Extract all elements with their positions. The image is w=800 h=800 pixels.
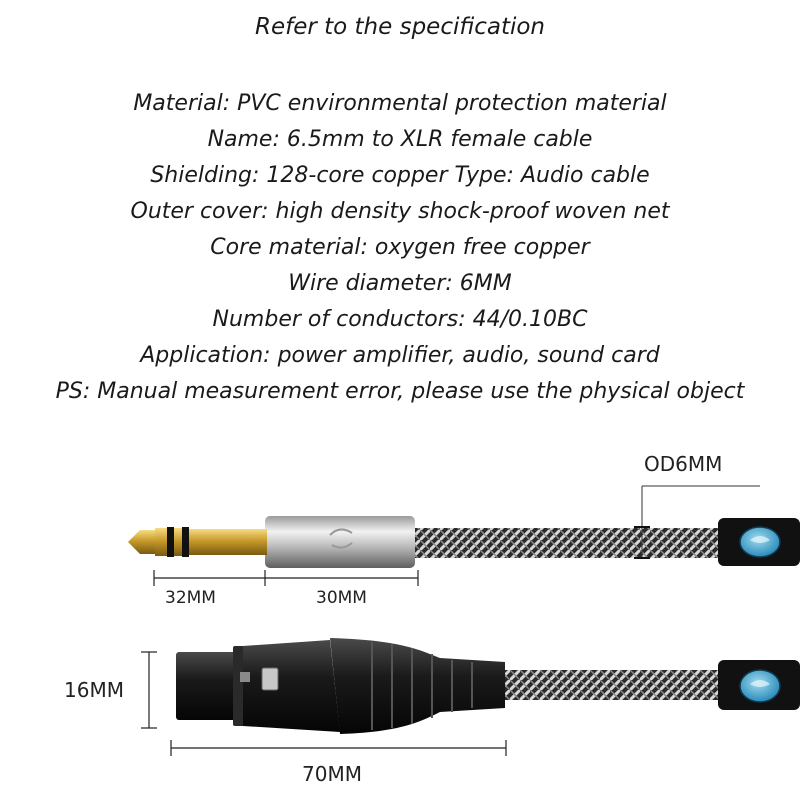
jack-cable — [410, 518, 800, 566]
jack-gold-tip — [128, 527, 267, 557]
spec-heading: Refer to the specification — [254, 14, 546, 40]
od-marker — [634, 485, 760, 559]
jack-plug-body — [265, 516, 415, 568]
xlr-height-label: 16MM — [64, 678, 124, 702]
spec-ps-note: PS: Manual measurement error, please use… — [55, 379, 745, 404]
xlr-connector-body — [176, 638, 505, 734]
spec-core-material: Core material: oxygen free copper — [210, 235, 590, 260]
spec-name: Name: 6.5mm to XLR female cable — [207, 127, 593, 152]
spec-application: Application: power amplifier, audio, sou… — [140, 343, 660, 368]
tip-length-label: 32MM — [165, 588, 216, 608]
jack-dimension-lines — [153, 570, 419, 586]
od-label: OD6MM — [644, 452, 723, 476]
xlr-cable — [500, 660, 800, 710]
spec-wire-diameter: Wire diameter: 6MM — [288, 271, 512, 296]
spec-shielding: Shielding: 128-core copper Type: Audio c… — [150, 163, 650, 188]
spec-list: Material: PVC environmental protection m… — [0, 86, 800, 410]
xlr-dimension-lines — [141, 651, 507, 756]
spec-conductors: Number of conductors: 44/0.10BC — [212, 307, 588, 332]
body-length-label: 30MM — [316, 588, 367, 608]
spec-outer-cover: Outer cover: high density shock-proof wo… — [130, 199, 670, 224]
spec-material: Material: PVC environmental protection m… — [133, 91, 667, 116]
xlr-length-label: 70MM — [302, 762, 362, 786]
